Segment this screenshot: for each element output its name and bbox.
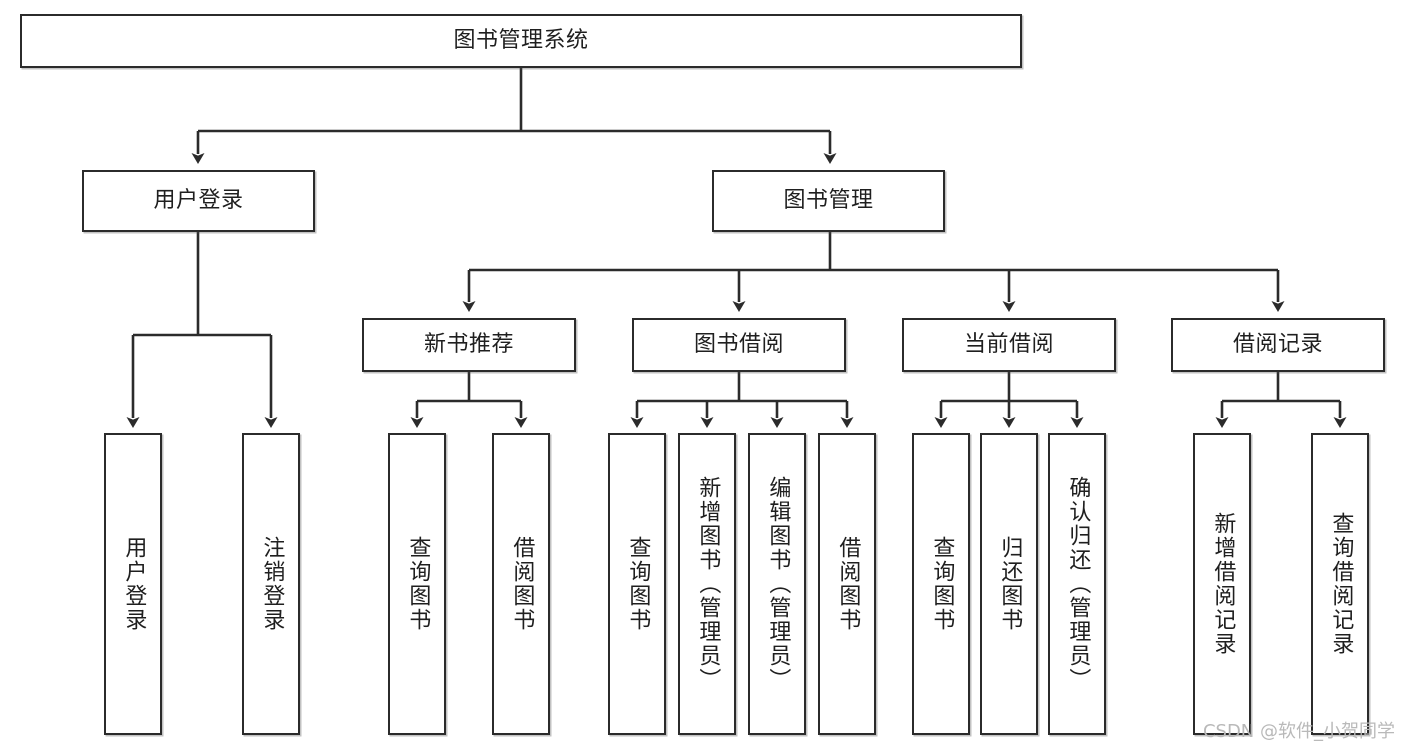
node-current-borrow[interactable]: 当前借阅 bbox=[902, 318, 1116, 372]
node-leaf-add-record-label: 新增借阅记录 bbox=[1210, 512, 1236, 656]
node-leaf-logout-login[interactable]: 注销登录 bbox=[242, 433, 300, 735]
node-book-manage[interactable]: 图书管理 bbox=[712, 170, 945, 232]
node-new-book-recommend-label: 新书推荐 bbox=[423, 331, 514, 357]
node-leaf-borrow-book-1-label: 借阅图书 bbox=[509, 536, 535, 632]
node-book-borrow[interactable]: 图书借阅 bbox=[632, 318, 846, 372]
node-leaf-query-record-label: 查询借阅记录 bbox=[1328, 512, 1354, 656]
node-leaf-user-login[interactable]: 用户登录 bbox=[104, 433, 162, 735]
node-borrow-record[interactable]: 借阅记录 bbox=[1171, 318, 1385, 372]
node-leaf-confirm-return[interactable]: 确认归还（管理员） bbox=[1048, 433, 1106, 735]
node-book-manage-label: 图书管理 bbox=[783, 187, 874, 213]
node-leaf-borrow-book-2-label: 借阅图书 bbox=[835, 536, 861, 632]
node-leaf-edit-book[interactable]: 编辑图书（管理员） bbox=[748, 433, 806, 735]
node-leaf-add-book[interactable]: 新增图书（管理员） bbox=[678, 433, 736, 735]
node-leaf-user-login-label: 用户登录 bbox=[121, 536, 147, 632]
node-current-borrow-label: 当前借阅 bbox=[963, 331, 1054, 357]
node-leaf-edit-book-label: 编辑图书（管理员） bbox=[765, 476, 791, 692]
node-leaf-query-book-2[interactable]: 查询图书 bbox=[608, 433, 666, 735]
node-borrow-record-label: 借阅记录 bbox=[1232, 331, 1323, 357]
node-book-borrow-label: 图书借阅 bbox=[693, 331, 784, 357]
node-leaf-return-book[interactable]: 归还图书 bbox=[980, 433, 1038, 735]
node-leaf-borrow-book-1[interactable]: 借阅图书 bbox=[492, 433, 550, 735]
node-user-login-label: 用户登录 bbox=[153, 187, 244, 213]
node-user-login[interactable]: 用户登录 bbox=[82, 170, 315, 232]
node-leaf-return-book-label: 归还图书 bbox=[997, 536, 1023, 632]
node-root-label: 图书管理系统 bbox=[453, 27, 589, 53]
node-leaf-query-record[interactable]: 查询借阅记录 bbox=[1311, 433, 1369, 735]
node-new-book-recommend[interactable]: 新书推荐 bbox=[362, 318, 576, 372]
node-leaf-query-book-2-label: 查询图书 bbox=[625, 536, 651, 632]
node-leaf-logout-login-label: 注销登录 bbox=[259, 536, 285, 632]
node-leaf-confirm-return-label: 确认归还（管理员） bbox=[1065, 476, 1091, 692]
node-root[interactable]: 图书管理系统 bbox=[20, 14, 1022, 68]
node-leaf-query-book-1-label: 查询图书 bbox=[405, 536, 431, 632]
node-leaf-query-book-1[interactable]: 查询图书 bbox=[388, 433, 446, 735]
node-leaf-query-book-3[interactable]: 查询图书 bbox=[912, 433, 970, 735]
node-leaf-add-record[interactable]: 新增借阅记录 bbox=[1193, 433, 1251, 735]
node-leaf-add-book-label: 新增图书（管理员） bbox=[695, 476, 721, 692]
node-leaf-query-book-3-label: 查询图书 bbox=[929, 536, 955, 632]
node-leaf-borrow-book-2[interactable]: 借阅图书 bbox=[818, 433, 876, 735]
